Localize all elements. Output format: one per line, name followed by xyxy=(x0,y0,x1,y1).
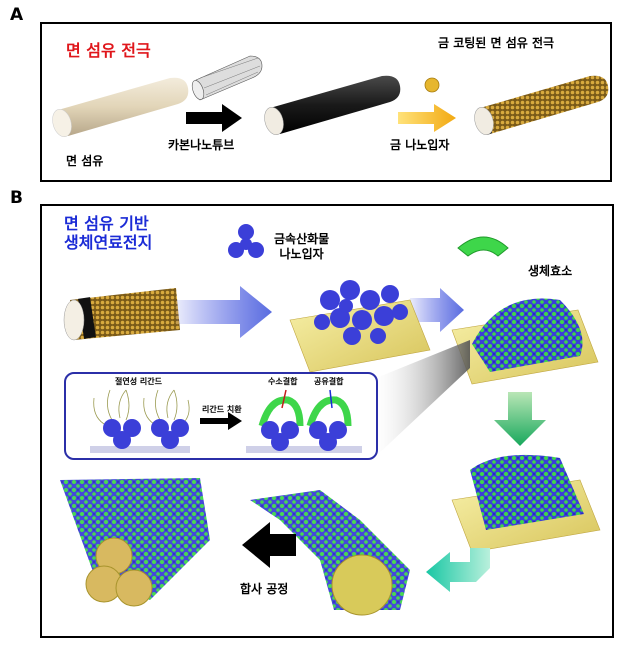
np-sheet-icon xyxy=(289,280,431,373)
label-hydrophobic-bond: 수소결합 xyxy=(268,377,298,386)
inset-arrow-icon xyxy=(200,412,242,430)
inset-np-after-icon xyxy=(258,389,352,451)
np-enzyme-cluster-icon xyxy=(451,454,601,553)
label-insulating-ligand: 절연성 리간드 xyxy=(115,377,162,386)
label-covalent-bond: 공유결합 xyxy=(314,377,344,386)
metal-oxide-np-icon xyxy=(228,224,264,258)
zoom-beam-icon xyxy=(376,340,470,456)
twisted-yarn-icon xyxy=(60,478,210,607)
arrow-cnt-icon xyxy=(186,104,242,132)
panel-a-letter: A xyxy=(10,5,24,25)
arrow-green-down-icon xyxy=(494,392,546,446)
arrow-black-left-icon xyxy=(242,522,296,568)
enzyme-icon xyxy=(457,236,509,257)
panel-a-title-right: 금 코팅된 면 섬유 전극 xyxy=(438,36,555,50)
ligand-chains-icon xyxy=(93,389,190,425)
carbon-nanotube-icon xyxy=(191,55,263,101)
arrow-gold-icon xyxy=(398,104,456,132)
coated-fiber-icon xyxy=(250,490,410,616)
panel-a-title: 면 섬유 전극 xyxy=(66,41,151,60)
label-ligand-exchange: 리간드 치환 xyxy=(202,405,242,414)
label-metal-oxide-line1: 금속산화물 xyxy=(274,232,330,246)
gold-nanoparticle-icon xyxy=(424,77,440,93)
label-cotton-fiber: 면 섬유 xyxy=(66,154,104,168)
panel-b-title: 면 섬유 기반 생체연료전지 xyxy=(64,214,152,252)
panel-b-letter: B xyxy=(10,188,23,208)
np-enzyme-sheet-icon xyxy=(451,298,599,385)
gold-fiber-start-icon xyxy=(63,288,180,341)
panel-b-title-line2: 생체연료전지 xyxy=(64,233,153,252)
panel-a-illustration xyxy=(52,55,609,137)
inset-np-before-icon xyxy=(103,419,189,449)
label-twisting: 합사 공정 xyxy=(240,582,289,596)
label-metal-oxide-line2: 나노입자 xyxy=(279,247,324,261)
gold-coated-fiber-icon xyxy=(474,75,609,135)
panel-b-title-line1: 면 섬유 기반 xyxy=(64,214,149,233)
cnt-coated-fiber-icon xyxy=(264,75,401,135)
arrow-blue-2-icon xyxy=(410,288,464,332)
label-gold-np: 금 나노입자 xyxy=(390,138,450,152)
label-cnt: 카본나노튜브 xyxy=(168,138,235,152)
arrow-green-left-icon xyxy=(426,548,490,592)
label-enzyme: 생체효소 xyxy=(528,264,573,278)
label-metal-oxide: 금속산화물 나노입자 xyxy=(274,232,329,262)
arrow-blue-1-icon xyxy=(176,286,272,338)
cotton-fiber-icon xyxy=(52,77,189,137)
